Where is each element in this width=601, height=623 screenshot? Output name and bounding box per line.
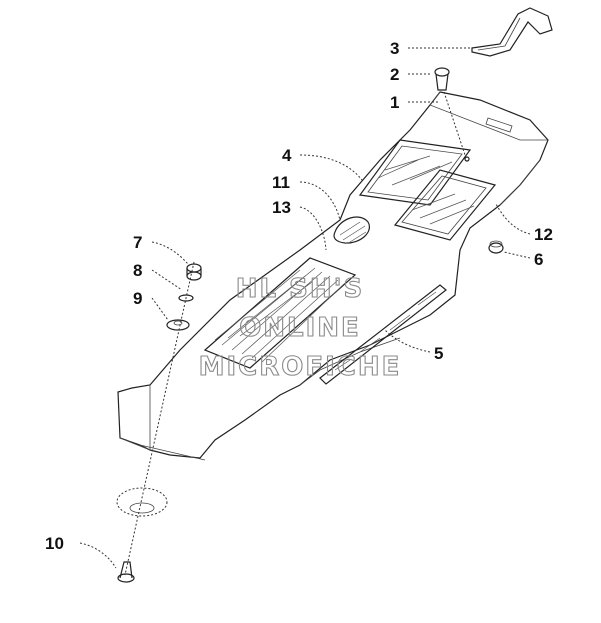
watermark: HL SH'S ONLINE MICROFICHE <box>198 273 402 382</box>
callout-11: 11 <box>272 173 290 192</box>
callout-labels: 3 2 1 4 11 13 12 6 5 7 8 9 10 <box>45 39 553 553</box>
callout-1: 1 <box>390 93 399 112</box>
decal-strip <box>319 284 447 385</box>
spacer-stack <box>166 263 202 331</box>
tray-panel <box>117 91 549 461</box>
washer-outline <box>116 487 168 517</box>
callout-8: 8 <box>133 261 142 280</box>
bolt-part <box>117 561 135 583</box>
bolt-axis-line <box>124 261 195 576</box>
watermark-line-2: ONLINE <box>239 313 361 343</box>
decal-plate-upper <box>358 139 497 241</box>
callout-9: 9 <box>133 289 142 308</box>
callout-10: 10 <box>45 534 64 553</box>
callout-5: 5 <box>434 344 443 363</box>
callout-3: 3 <box>390 39 399 58</box>
fastener-part <box>434 67 470 162</box>
watermark-line-1: HL SH'S <box>236 274 365 304</box>
watermark-line-3: MICROFICHE <box>199 352 402 382</box>
callout-2: 2 <box>390 65 399 84</box>
bracket-part <box>471 7 553 57</box>
leader-lines <box>79 47 531 569</box>
sticker-small <box>333 216 370 244</box>
callout-13: 13 <box>272 198 291 217</box>
callout-12: 12 <box>534 225 553 244</box>
callout-4: 4 <box>282 146 292 165</box>
grommet-part <box>488 240 504 254</box>
decal-large <box>203 257 357 369</box>
callout-7: 7 <box>133 233 142 252</box>
callout-6: 6 <box>534 250 543 269</box>
